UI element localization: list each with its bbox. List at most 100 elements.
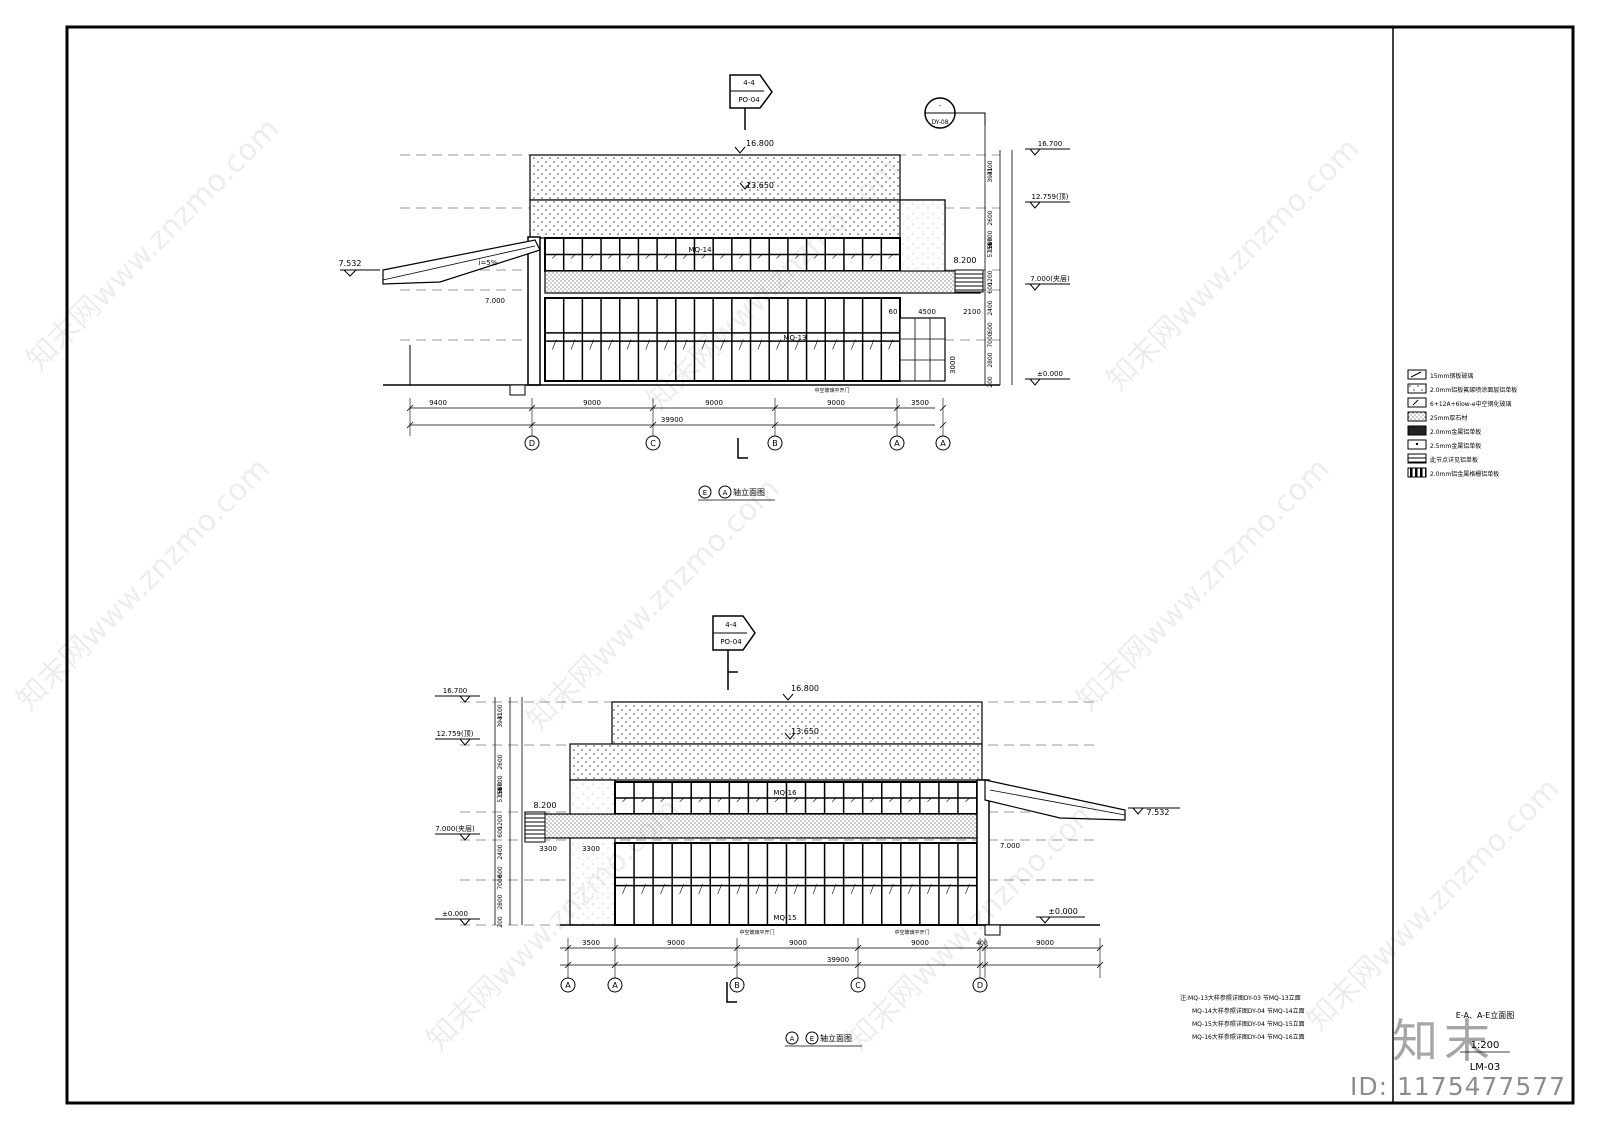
notes: 注:MQ-13大样参照详图DY-03 节MQ-13立面 MQ-14大样参照详图D… [1180, 994, 1305, 1041]
note-3: MQ-15大样参照详图DY-04 节MQ-15立面 [1192, 1020, 1305, 1028]
sheet-border [65, 25, 1575, 1105]
note-1: 注:MQ-13大样参照详图DY-03 节MQ-13立面 [1180, 994, 1301, 1002]
legend-label-1: 15mm钢板玻璃 [1430, 372, 1473, 380]
sheet-number: LM-03 [1470, 1062, 1501, 1073]
bay-2-top: 9000 [583, 399, 601, 407]
level-canopy-top: 8.200 [954, 256, 977, 265]
detail-tag-top-number: - [939, 102, 942, 110]
vertical-dim-label: 2600 [987, 210, 994, 225]
axis-label-top-5: A [940, 439, 946, 448]
axis-label-top-3: B [772, 439, 778, 448]
axis-bubble-bottom-5 [972, 977, 988, 993]
small-dim-2: 3300 [582, 845, 600, 853]
right-level-3: 7.000(夹层) [1030, 274, 1070, 283]
curtain-lower-bottom: MQ-15 [773, 914, 796, 922]
right-level-1: 16.700 [1038, 140, 1063, 148]
vertical-dim-label: 2800 [497, 894, 504, 909]
elevation-top: 4-4 PO-04 - DY-08 16.800 13.650 8.200 7.… [339, 74, 1070, 501]
vertical-dim-label: 3100 [497, 704, 504, 719]
elevation-title-top: 轴立面图 [733, 487, 765, 497]
legend-label-8: 2.0mm铝金属格栅铝单板 [1430, 470, 1499, 478]
level-canopy-bottom: 8.200 [534, 801, 557, 810]
section-tag-top-sheet: PO-04 [738, 96, 760, 104]
upper-band-bottom [569, 743, 983, 781]
axis-bubble-bottom-2 [607, 977, 623, 993]
note-2: MQ-14大样参照详图DY-04 节MQ-14立面 [1192, 1007, 1305, 1015]
level-zero-bottom: ±0.000 [1048, 907, 1078, 916]
axis-label-bottom-5: D [977, 981, 983, 990]
vertical-dim-label: 1200 [497, 814, 504, 829]
vertical-dim-label: 200 [987, 376, 994, 388]
brand-logo: 知末 [1392, 1014, 1496, 1068]
vertical-dim-label: 1500 [987, 237, 994, 252]
elevation-bottom: 4-4 PO-04 16.800 13.650 8.200 7.532 7.00… [435, 615, 1180, 1047]
entrance-canopy-bottom [984, 779, 1126, 821]
dim-4500: 4500 [918, 308, 936, 316]
title-block: E-A、A-E立面图 1:200 LM-03 [1456, 1010, 1514, 1073]
elevation-title-bottom: 轴立面图 [820, 1033, 852, 1043]
dim-60: 60 [889, 308, 898, 316]
axis-label-top-4: A [894, 439, 900, 448]
vertical-dim-label: 600 [987, 322, 994, 334]
door-label-bottom-2: 中空玻璃平开门 [894, 929, 929, 936]
vertical-dim-label: 3941 [987, 167, 994, 182]
axis-bubble-bottom-4 [850, 977, 866, 993]
axis-bubble-top-5 [935, 435, 951, 451]
roof-parapet-bottom [611, 701, 983, 745]
side-window [899, 317, 946, 382]
axis-bubble-top-3 [767, 435, 783, 451]
axis-bubble-bottom-3 [729, 977, 745, 993]
bay-3-bottom: 9000 [789, 939, 807, 947]
mid-band-bottom [524, 813, 978, 839]
legend-swatch-7 [1407, 453, 1427, 464]
axis-bubble-top-1 [524, 435, 540, 451]
axis-label-top-1: D [529, 439, 535, 448]
legend-label-5: 2.0mm金属铝单板 [1430, 428, 1481, 436]
title-axis-b-top: A [723, 489, 728, 497]
stair-tower-bottom [569, 779, 616, 926]
right-level-2: 12.759(顶) [1032, 193, 1069, 201]
image-id: ID: 1175477577 [1350, 1072, 1567, 1101]
level-ground-left-top: 7.000 [485, 297, 505, 305]
bay-4-bottom: 9000 [911, 939, 929, 947]
small-dim-1: 3300 [539, 845, 557, 853]
vertical-dim-label: 5759 [987, 242, 994, 257]
column-left [527, 236, 541, 386]
column-right [976, 779, 990, 926]
bay-2-bottom: 9000 [667, 939, 685, 947]
total-bottom: 39900 [827, 956, 849, 964]
title-axis-a-bottom: A [790, 1035, 795, 1043]
vertical-dim-label: 1500 [497, 782, 504, 797]
detail-tag-top-sheet: DY-08 [931, 119, 948, 126]
vertical-dim-label: 7000 [987, 332, 994, 347]
legend-label-2: 2.0mm铝板氟碳喷涂面层铝单板 [1430, 386, 1517, 394]
bay-1-top: 9400 [429, 399, 447, 407]
vertical-dim-label: 3100 [987, 160, 994, 175]
vertical-dim-label: 3941 [497, 712, 504, 727]
material-legend: 15mm钢板玻璃 2.0mm铝板氟碳喷涂面层铝单板 6+12A+6low-e中空… [1407, 369, 1517, 478]
vertical-dim-label: 16700 [987, 230, 994, 249]
bay-1-bottom: 3500 [582, 939, 600, 947]
curtain-upper-bottom: MQ-16 [773, 789, 797, 797]
axis-bubble-top-2 [645, 435, 661, 451]
vertical-dim-label: 600 [497, 826, 504, 838]
axis-label-top-2: C [650, 439, 656, 448]
vertical-dim-label: 200 [497, 916, 504, 928]
curtain-wall-lower-bottom [614, 842, 978, 926]
level-roof-bottom: 16.800 [791, 684, 819, 693]
level-left-top: 7.532 [339, 259, 362, 268]
vertical-dim-label: 5759 [497, 787, 504, 802]
left-level-1: 16.700 [443, 687, 468, 695]
entrance-canopy [382, 239, 541, 285]
bay-5-bottom: 400 [976, 940, 988, 947]
vertical-dim-label: 600 [987, 282, 994, 294]
left-level-2: 12.759(顶) [437, 730, 474, 738]
drawing-name: E-A、A-E立面图 [1456, 1010, 1514, 1020]
legend-swatch-2 [1407, 383, 1427, 394]
dim-3000: 3000 [949, 356, 957, 374]
bay-5-top: 3500 [911, 399, 929, 407]
canopy-grille-bottom [524, 811, 546, 843]
door-label-top: 中空玻璃平开门 [814, 387, 849, 394]
total-top: 39900 [661, 416, 683, 424]
